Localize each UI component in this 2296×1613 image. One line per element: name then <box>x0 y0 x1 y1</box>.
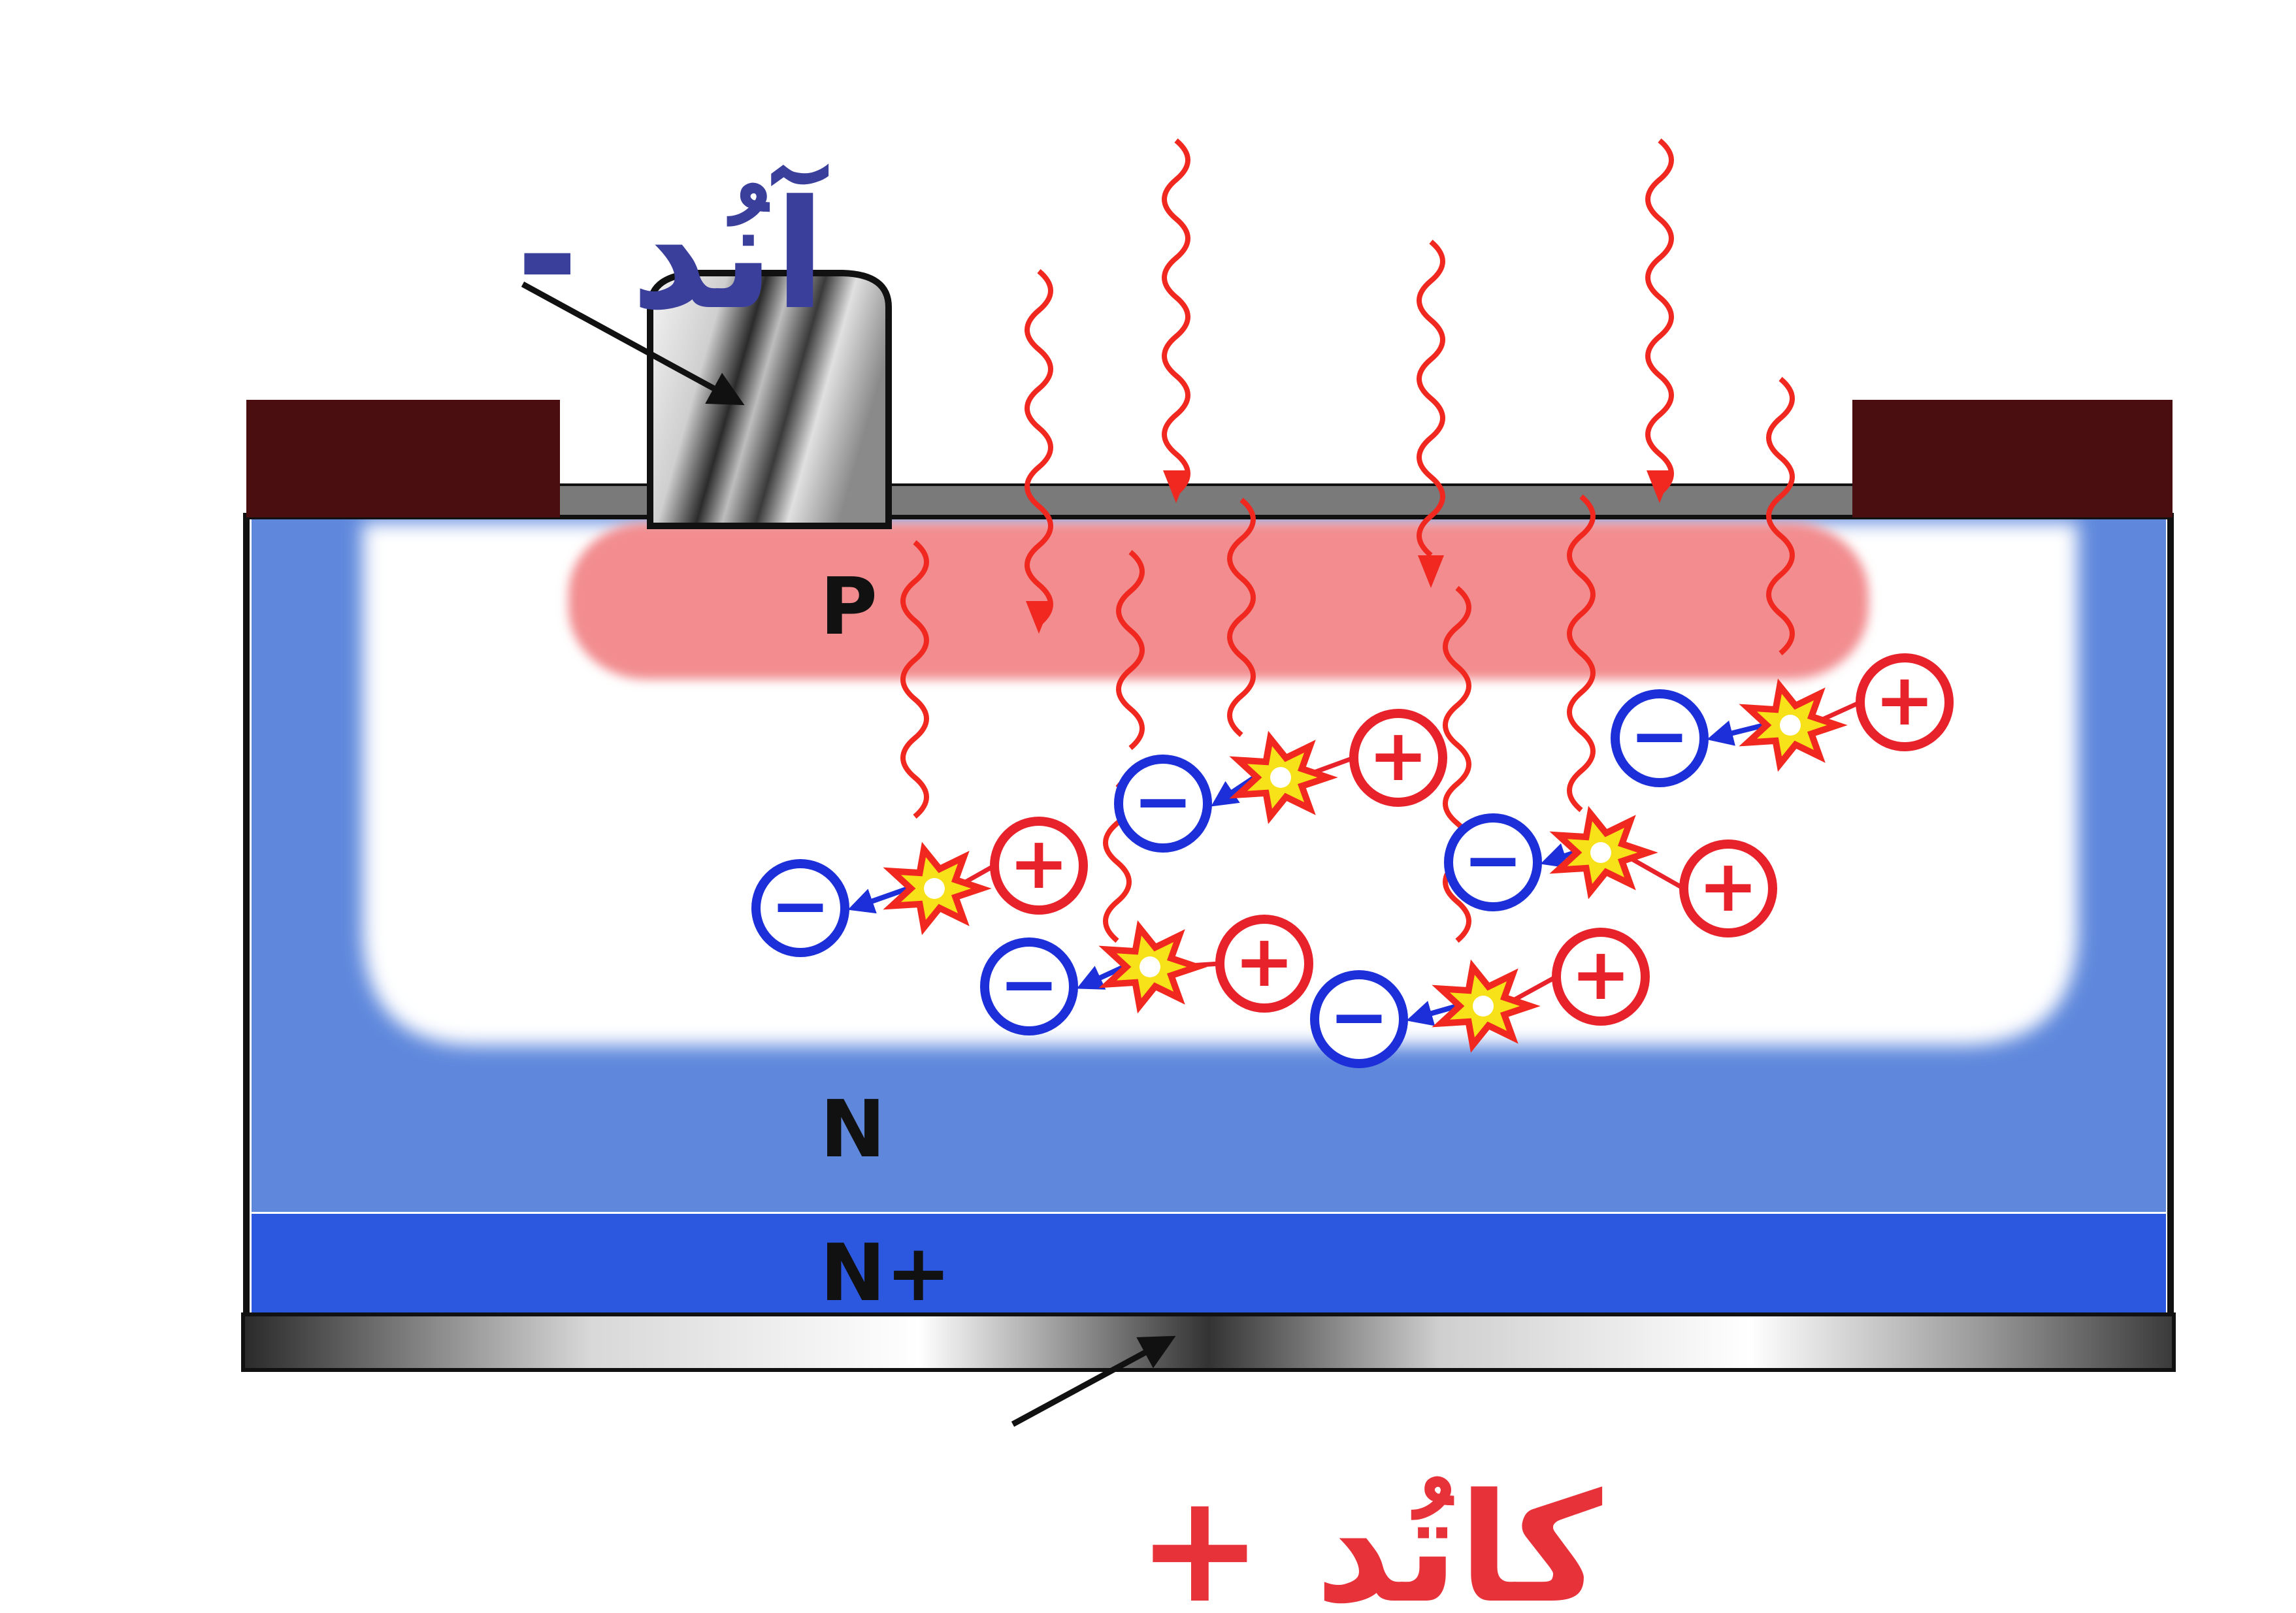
anode-label: آنُد - <box>516 163 829 343</box>
electron-symbol: − <box>1463 818 1523 902</box>
electron-drift-arrow <box>1707 720 1765 746</box>
photon-arrowhead <box>1647 470 1673 503</box>
electron: − <box>1444 813 1542 911</box>
photon-wave <box>1417 239 1445 558</box>
hole-symbol: + <box>1009 821 1069 905</box>
photon-arrowhead <box>1163 470 1189 503</box>
photon-wave <box>900 540 929 819</box>
electron: − <box>1611 689 1709 787</box>
electron-symbol: − <box>770 864 830 947</box>
electron-drift-arrow <box>1540 843 1576 868</box>
n-region-label: N <box>820 1084 885 1175</box>
electron-symbol: − <box>999 942 1059 1026</box>
electron-symbol: − <box>1329 975 1389 1058</box>
photon-absorption-burst <box>1229 730 1338 824</box>
cathode-label: کاتُد + <box>1137 1462 1602 1613</box>
photon-wave <box>1766 376 1795 656</box>
hole: + <box>1215 915 1313 1013</box>
hole-symbol: + <box>1368 713 1428 797</box>
photon-wave <box>1025 269 1053 627</box>
photon-arrowhead <box>1418 555 1444 588</box>
photon-wave <box>1162 138 1190 496</box>
anode-pointer-arrow <box>521 282 745 406</box>
photon-group <box>900 138 1795 943</box>
hole: + <box>1349 709 1447 807</box>
hole: + <box>1552 928 1650 1026</box>
cathode-contact <box>241 1312 2176 1372</box>
electron-drift-arrow <box>1406 1000 1458 1026</box>
p-region <box>568 523 1869 679</box>
photon-wave <box>1443 585 1471 943</box>
anode-contact <box>647 270 892 529</box>
photon-absorption-burst <box>1098 920 1207 1014</box>
hole-symbol: + <box>1234 919 1294 1003</box>
electron-drift-arrow <box>847 886 910 914</box>
electron: − <box>751 859 849 957</box>
nplus-region <box>252 1214 2166 1313</box>
electron-hole-pairs: −+−+−+−+−+−+ <box>751 653 1954 1068</box>
hole: + <box>990 817 1088 915</box>
photon-absorption-burst <box>1432 959 1541 1053</box>
electron: − <box>1310 970 1408 1068</box>
photon-wave <box>1227 497 1256 738</box>
photon-absorption-burst <box>1739 678 1848 772</box>
hole: + <box>1679 839 1777 937</box>
cathode-pointer-arrow <box>1011 1335 1176 1427</box>
electron: − <box>980 937 1078 1035</box>
photon-wave <box>1116 549 1145 751</box>
left-contact <box>246 400 560 517</box>
electron-drift-arrow <box>1076 964 1125 990</box>
semiconductor-body <box>243 513 2174 1322</box>
hole: + <box>1856 653 1954 751</box>
electron-symbol: − <box>1133 759 1193 843</box>
nplus-region-label: N+ <box>820 1228 951 1319</box>
right-contact <box>1852 400 2173 517</box>
photon-arrowhead <box>1026 601 1052 634</box>
photon-absorption-burst <box>1549 806 1658 900</box>
photon-absorption-burst <box>883 841 992 936</box>
electron-symbol: − <box>1630 694 1690 777</box>
photon-wave <box>1645 138 1674 496</box>
electron: − <box>1114 755 1212 853</box>
hole-symbol: + <box>1571 932 1631 1016</box>
hole-symbol: + <box>1875 658 1935 741</box>
hole-symbol: + <box>1698 844 1758 928</box>
p-region-label: P <box>820 562 877 653</box>
photon-wave <box>1567 494 1596 813</box>
